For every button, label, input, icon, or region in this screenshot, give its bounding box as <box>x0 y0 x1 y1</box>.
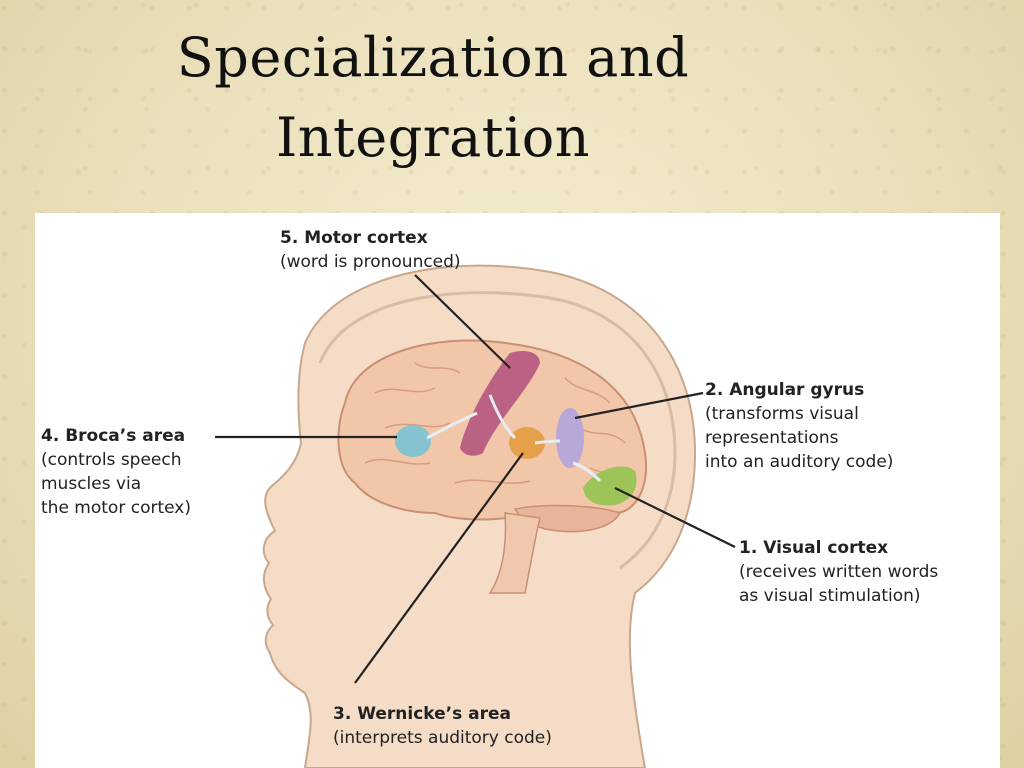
leader-wernicke <box>354 452 524 684</box>
brainstem <box>488 512 541 594</box>
arrow-wernicke-to-motor <box>488 394 517 440</box>
brocas-area-region <box>395 425 431 457</box>
leader-visual <box>614 487 736 548</box>
label-desc: the motor cortex) <box>41 498 191 518</box>
motor-cortex-region <box>460 351 540 456</box>
label-desc: (word is pronounced) <box>280 252 461 272</box>
diagram-panel: 5. Motor cortex (word is pronounced) 2. … <box>35 213 1000 768</box>
label-wernickes-area: 3. Wernicke’s area (interprets auditory … <box>333 702 552 750</box>
arrow-angular-to-wernicke <box>534 439 561 445</box>
label-visual-cortex: 1. Visual cortex (receives written words… <box>739 536 938 608</box>
pathway-arrows <box>426 394 602 483</box>
arrow-visual-to-angular <box>572 461 602 483</box>
label-title: 4. Broca’s area <box>41 426 186 446</box>
label-desc: as visual stimulation) <box>739 586 921 606</box>
angular-gyrus-region <box>556 408 584 468</box>
label-brocas-area: 4. Broca’s area (controls speech muscles… <box>41 424 191 520</box>
leader-lines <box>215 274 736 684</box>
label-angular-gyrus: 2. Angular gyrus (transforms visual repr… <box>705 378 893 474</box>
wernickes-area-region <box>509 427 545 459</box>
label-motor-cortex: 5. Motor cortex (word is pronounced) <box>280 226 461 274</box>
title-line-2: Integration <box>275 106 591 169</box>
title-line-1: Specialization and <box>176 26 690 89</box>
brain-diagram <box>215 264 736 768</box>
label-title: 1. Visual cortex <box>739 538 889 558</box>
leader-angular <box>574 391 704 420</box>
label-desc: representations <box>705 428 839 448</box>
label-title: 5. Motor cortex <box>280 228 428 248</box>
skull-outline <box>318 291 677 570</box>
label-desc: (controls speech <box>41 450 182 470</box>
label-desc: into an auditory code) <box>705 452 894 472</box>
label-desc: muscles via <box>41 474 142 494</box>
label-desc: (interprets auditory code) <box>333 728 552 748</box>
label-title: 3. Wernicke’s area <box>333 704 512 724</box>
label-desc: (transforms visual <box>705 404 859 424</box>
label-title: 2. Angular gyrus <box>705 380 865 400</box>
slide-title: Specialization and Integration <box>150 18 716 178</box>
arrow-motor-to-broca <box>426 411 478 440</box>
leader-motor <box>414 274 511 369</box>
label-desc: (receives written words <box>739 562 939 582</box>
